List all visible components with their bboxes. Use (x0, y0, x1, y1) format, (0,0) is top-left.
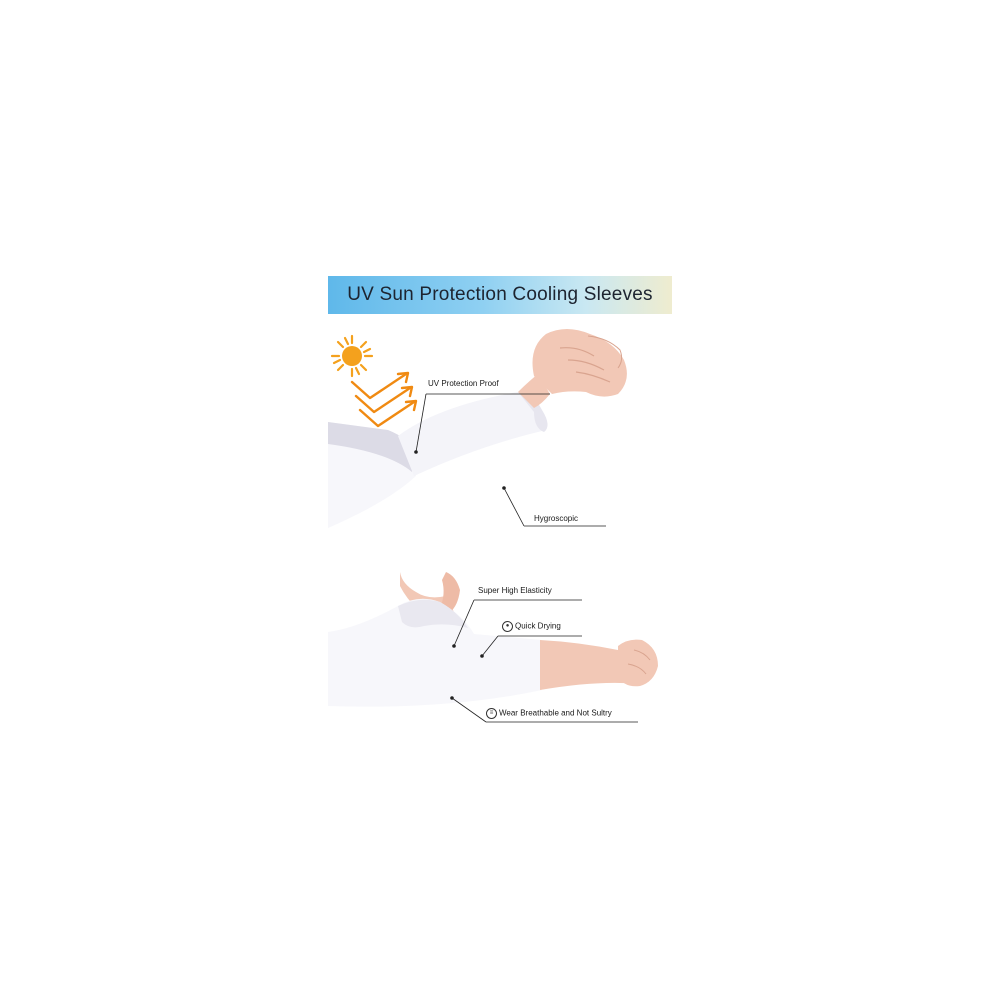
callout-hygroscopic: Hygroscopic (534, 514, 579, 523)
fist (618, 639, 658, 687)
callout-uv-protection: UV Protection Proof (428, 379, 499, 388)
uv-rays-icon (350, 371, 418, 428)
illustration (328, 329, 658, 723)
page-title: UV Sun Protection Cooling Sleeves (347, 284, 653, 305)
callout-elasticity: Super High Elasticity (478, 586, 552, 595)
leader-quick-drying (481, 635, 582, 657)
sleeve-bottom (328, 598, 542, 707)
hands-clasped (532, 329, 627, 397)
product-infographic: UV Sun Protection Cooling Sleeves (328, 276, 672, 730)
leader-elasticity (453, 599, 582, 647)
callout-breathable: ≡Wear Breathable and Not Sultry (486, 708, 612, 719)
leader-uv (415, 393, 550, 453)
fabric-icon: ≡ (486, 708, 497, 719)
person-icon: ● (502, 621, 513, 632)
sun-icon (330, 334, 374, 378)
title-banner: UV Sun Protection Cooling Sleeves (328, 276, 672, 314)
callout-quick-drying: ●Quick Drying (502, 621, 561, 632)
leader-hygroscopic (503, 487, 606, 527)
leader-breathable (451, 697, 638, 723)
